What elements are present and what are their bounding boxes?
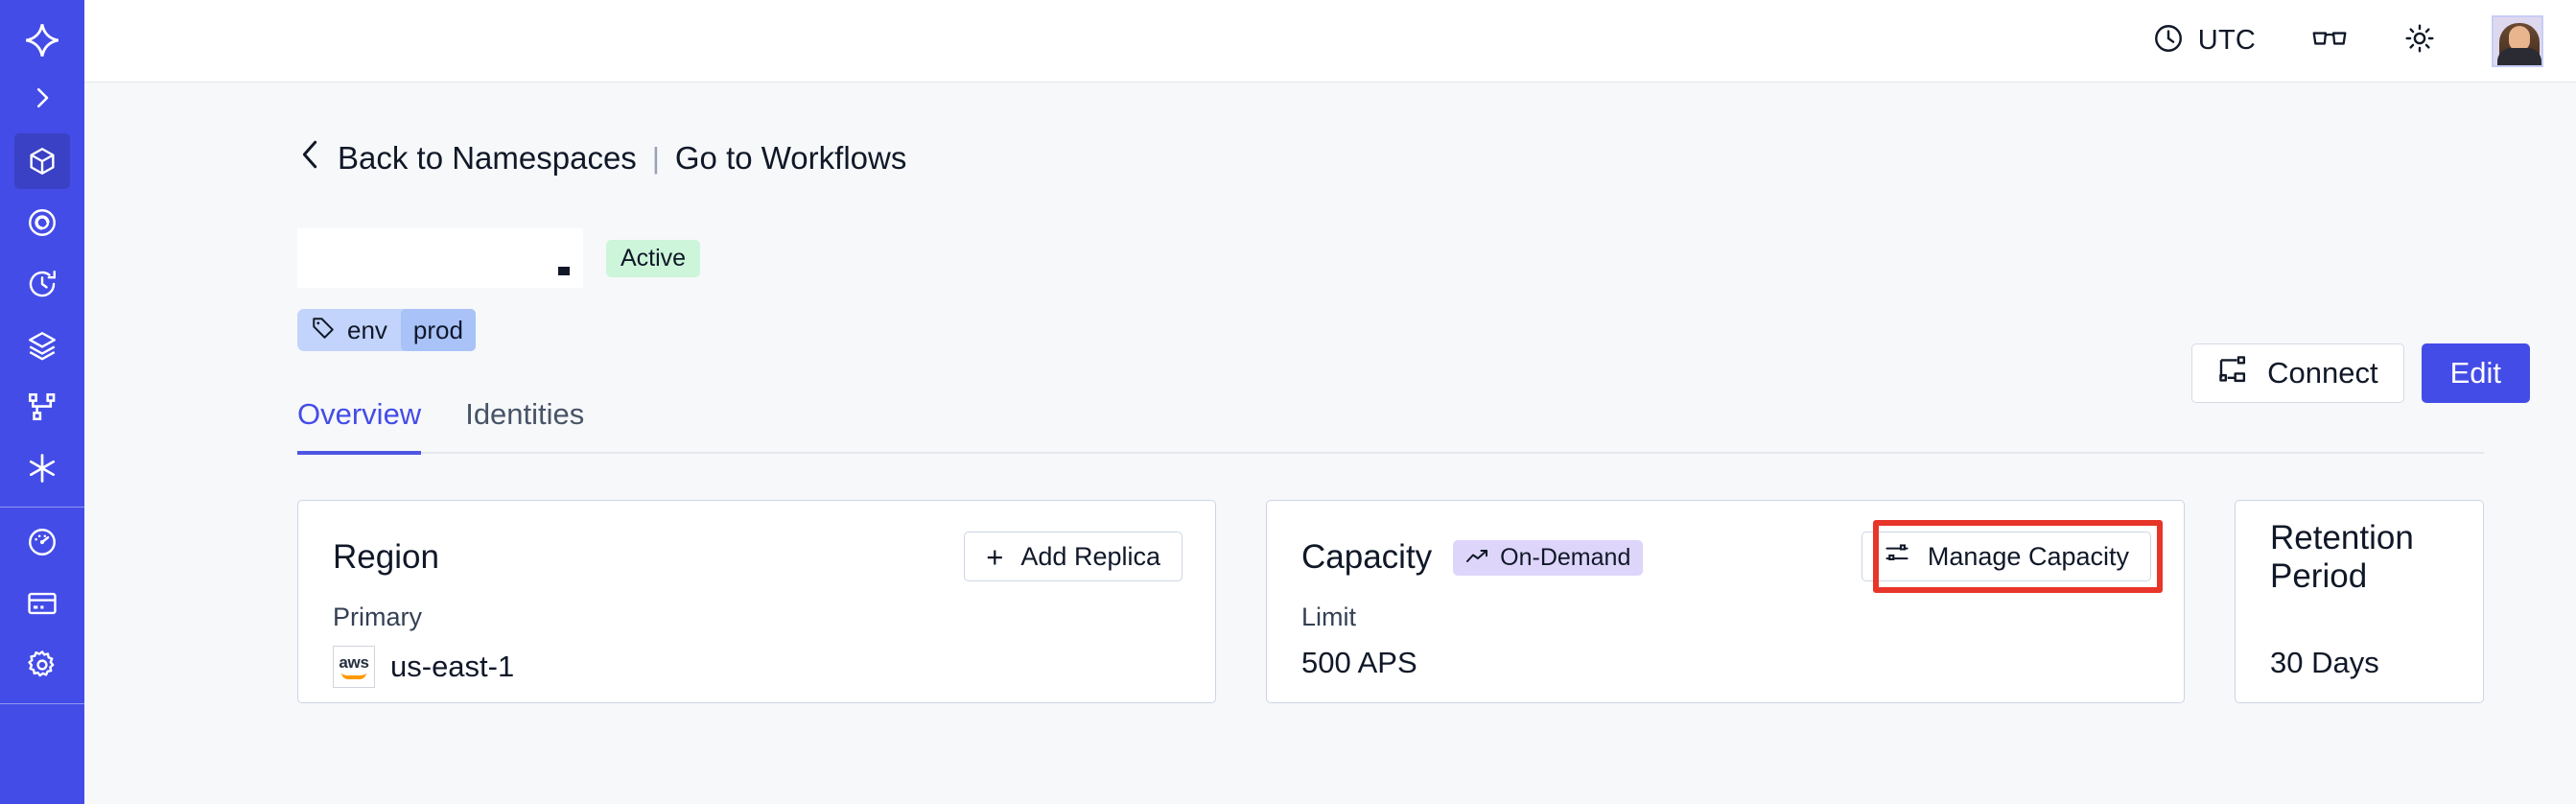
retention-value: 30 Days	[2270, 646, 2379, 679]
header-actions: Connect Edit	[2191, 343, 2530, 403]
credit-card-icon	[26, 587, 59, 620]
page-title	[297, 228, 583, 288]
breadcrumb-separator: |	[651, 141, 660, 175]
asterisk-icon	[25, 451, 59, 485]
retention-spacer	[2270, 603, 2450, 632]
connect-label: Connect	[2267, 356, 2378, 390]
capacity-card: Capacity On-Demand	[1266, 500, 2185, 703]
add-replica-button[interactable]: + Add Replica	[964, 532, 1183, 581]
primary-sidebar	[0, 0, 84, 804]
status-badge: Active	[606, 239, 701, 277]
plus-icon: +	[986, 539, 1004, 574]
breadcrumb: Back to Namespaces | Go to Workflows	[297, 138, 2530, 178]
sliders-icon	[1884, 540, 1910, 574]
clock-icon	[2152, 22, 2185, 59]
tag-value: prod	[400, 309, 476, 351]
back-to-namespaces-label: Back to Namespaces	[338, 140, 637, 176]
timezone-selector[interactable]: UTC	[2152, 22, 2256, 59]
trending-up-icon	[1465, 546, 1490, 570]
sidebar-item-usage[interactable]	[14, 514, 70, 570]
tab-bar: Overview Identities	[297, 397, 2484, 455]
sidebar-item-schedules[interactable]	[14, 256, 70, 312]
capacity-limit-label: Limit	[1301, 603, 1357, 631]
retention-card-title: Retention Period	[2270, 519, 2414, 595]
gear-icon	[26, 649, 59, 681]
tag-key: env	[347, 315, 387, 344]
tag-icon	[311, 316, 336, 345]
top-header-bar: UTC	[84, 0, 2576, 83]
avatar[interactable]	[2492, 14, 2543, 67]
temporal-logo-icon[interactable]	[0, 15, 84, 65]
sun-icon	[2403, 22, 2436, 59]
sidebar-item-observability[interactable]	[14, 195, 70, 250]
retention-card: Retention Period 30 Days	[2235, 500, 2484, 703]
capacity-mode-label: On-Demand	[1500, 543, 1631, 571]
back-to-namespaces-link[interactable]: Back to Namespaces	[297, 138, 637, 178]
sidebar-item-namespaces[interactable]	[14, 133, 70, 189]
main-region: UTC	[84, 0, 2576, 804]
connect-icon	[2217, 354, 2248, 392]
sidebar-item-nexus[interactable]	[14, 440, 70, 496]
page-content: Back to Namespaces | Go to Workflows Act…	[84, 83, 2576, 804]
glasses-icon	[2311, 24, 2348, 58]
connect-button[interactable]: Connect	[2191, 343, 2404, 403]
go-to-workflows-link[interactable]: Go to Workflows	[674, 140, 907, 176]
tab-identities[interactable]: Identities	[465, 397, 585, 431]
capacity-mode-badge: On-Demand	[1453, 539, 1644, 576]
avatar-face	[2509, 25, 2530, 51]
sidebar-item-workflows[interactable]	[14, 379, 70, 435]
region-card-head: Region	[333, 533, 1183, 581]
timer-icon	[26, 268, 59, 300]
eye-spiral-icon	[26, 206, 59, 239]
tab-overview[interactable]: Overview	[297, 397, 422, 455]
edit-label: Edit	[2449, 356, 2501, 390]
manage-capacity-label: Manage Capacity	[1927, 541, 2129, 571]
sidebar-item-settings[interactable]	[14, 637, 70, 693]
gauge-icon	[26, 526, 59, 558]
region-card-title: Region	[333, 538, 439, 576]
namespace-tag-chip[interactable]: env prod	[297, 309, 476, 351]
sidebar-expand-toggle[interactable]	[0, 65, 84, 130]
capacity-card-head: Capacity On-Demand	[1301, 533, 2151, 581]
cube-icon	[26, 145, 59, 177]
add-replica-label: Add Replica	[1020, 541, 1160, 571]
sidebar-divider-2	[0, 703, 84, 704]
retention-card-head: Retention Period	[2270, 519, 2450, 595]
region-primary-label: Primary	[333, 603, 422, 631]
theme-toggle-button[interactable]	[2403, 22, 2436, 59]
git-branch-icon	[26, 390, 59, 423]
glasses-button[interactable]	[2311, 24, 2348, 58]
manage-capacity-button[interactable]: Manage Capacity	[1861, 532, 2151, 581]
aws-logo-icon: aws	[333, 646, 375, 688]
sidebar-item-billing[interactable]	[14, 576, 70, 631]
timezone-label: UTC	[2197, 25, 2256, 56]
namespace-title-row: Active	[297, 228, 2530, 288]
capacity-limit-value: 500 APS	[1301, 646, 1417, 679]
chevron-left-icon	[297, 138, 322, 178]
layers-icon	[26, 329, 59, 362]
region-card: Region + Add Replica Primary aws us-east…	[297, 500, 1216, 703]
sidebar-divider-1	[0, 507, 84, 508]
avatar-body	[2497, 47, 2541, 65]
title-dot	[558, 266, 570, 275]
overview-cards: Region + Add Replica Primary aws us-east…	[297, 500, 2484, 703]
edit-button[interactable]: Edit	[2421, 343, 2530, 403]
sidebar-item-batch-operations[interactable]	[14, 318, 70, 373]
region-value-row: aws us-east-1	[333, 646, 1183, 688]
capacity-card-title: Capacity	[1301, 538, 1433, 576]
region-value: us-east-1	[390, 650, 515, 683]
